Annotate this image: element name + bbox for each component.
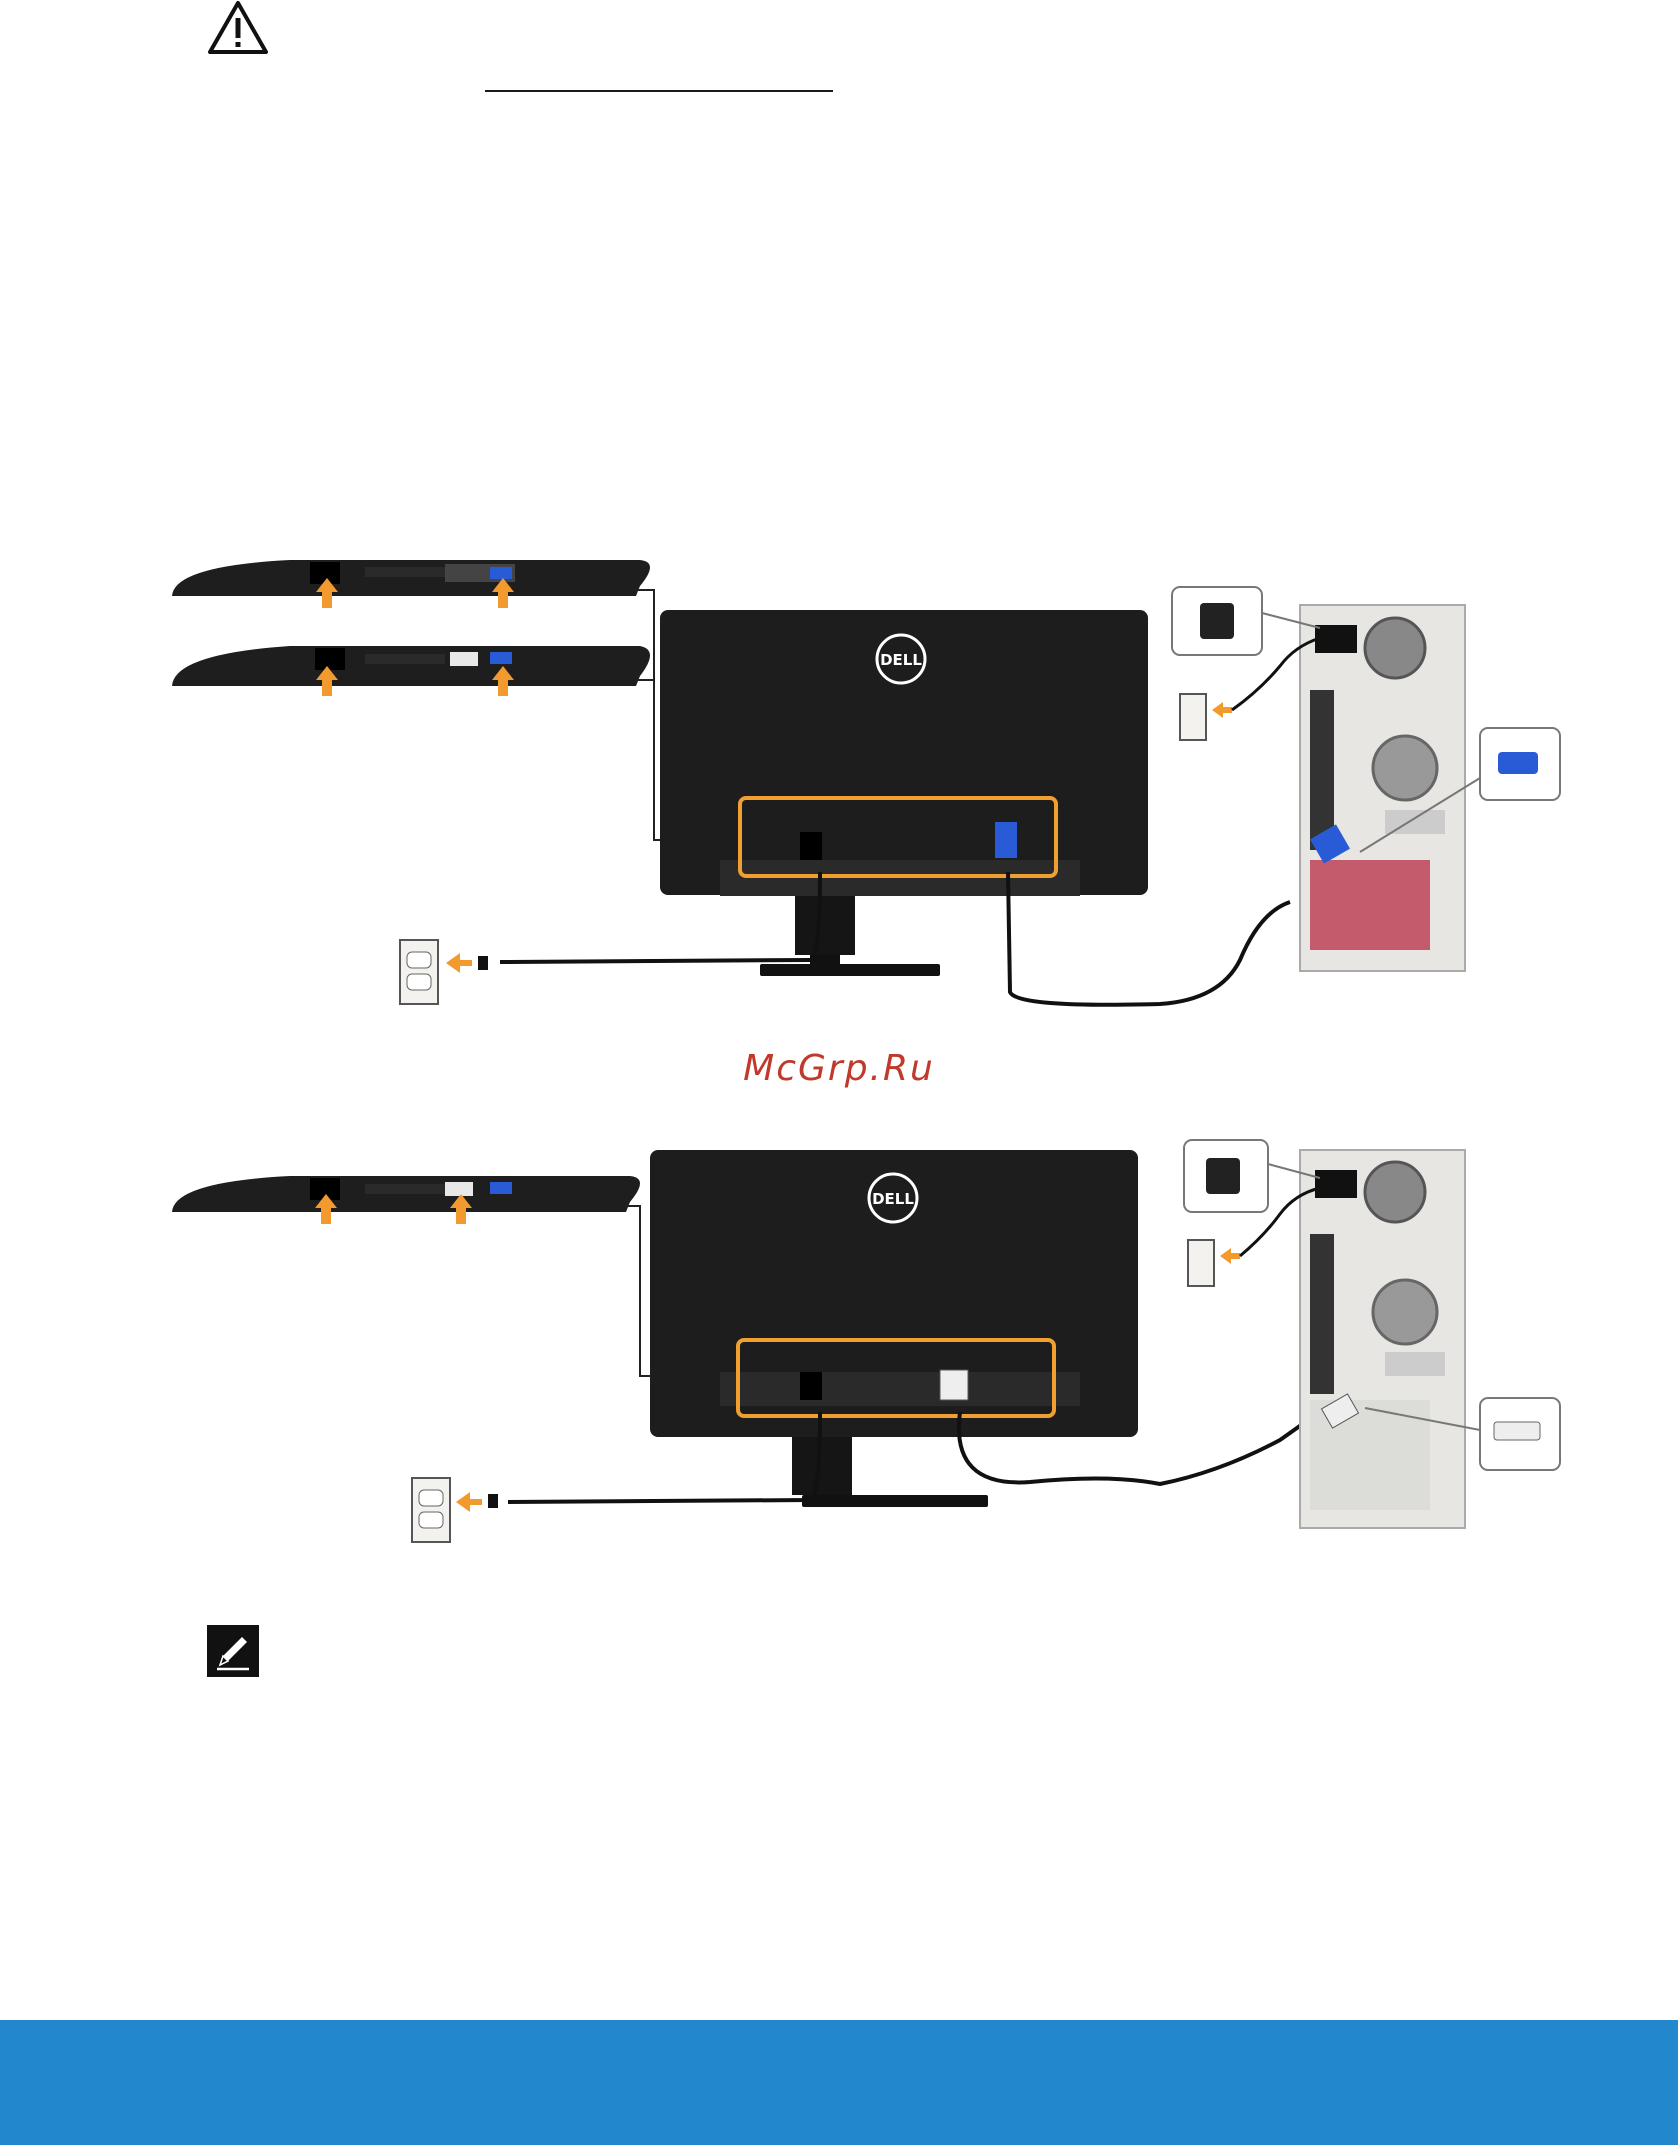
computer-tower: [1300, 605, 1465, 971]
monitor-bottom-view-vga: [172, 560, 650, 596]
orange-arrow: [1220, 1248, 1240, 1264]
dell-logo: DELL: [877, 635, 925, 683]
underline-rule: [485, 90, 833, 92]
wall-outlet-icon: [412, 1478, 450, 1542]
orange-arrow: [1212, 702, 1232, 718]
dell-logo: DELL: [869, 1174, 917, 1222]
orange-arrow: [456, 1492, 482, 1512]
orange-arrow: [446, 953, 472, 973]
svg-text:DELL: DELL: [872, 1190, 914, 1208]
wall-outlet-icon: [1188, 1240, 1214, 1286]
watermark: McGrp.Ru: [0, 1048, 1678, 1089]
computer-tower: [1300, 1150, 1465, 1528]
wall-outlet-icon: [400, 940, 438, 1004]
dvi-connection-diagram: DELL: [160, 1130, 1600, 1560]
warning-triangle-icon: [207, 0, 269, 56]
footer-bar: [0, 2020, 1678, 2145]
monitor-bottom-view-dvi-vga: [172, 646, 650, 686]
power-inlet-callout: [1172, 587, 1320, 655]
svg-text:DELL: DELL: [880, 651, 922, 669]
monitor-bottow-view-dvi: [172, 1176, 640, 1212]
note-pencil-icon: [207, 1625, 259, 1677]
vga-connection-diagram: DELL: [160, 540, 1600, 1020]
wall-outlet-icon: [1180, 694, 1206, 740]
